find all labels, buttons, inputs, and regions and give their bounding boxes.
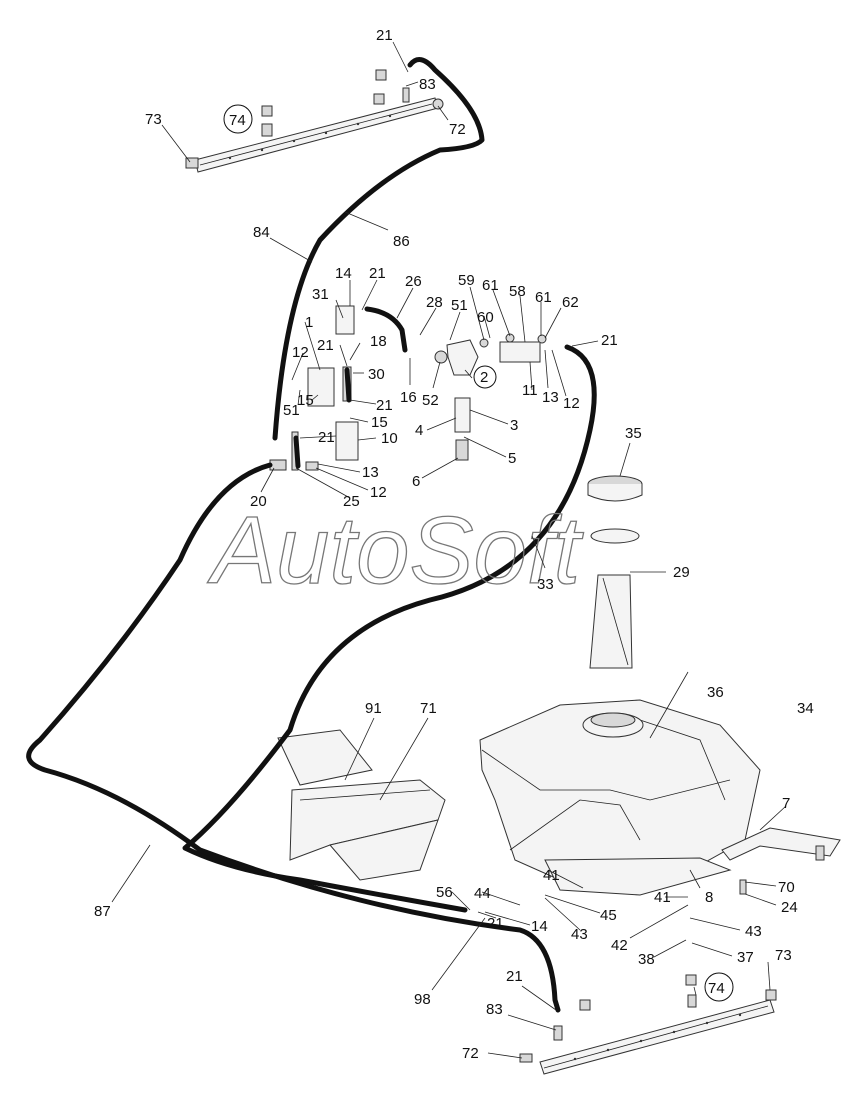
callout-label: 52 [422,392,439,409]
callout-label: 7 [782,795,790,812]
circled-ref-2 [473,365,497,389]
callout-label: 10 [381,430,398,447]
callout-label: 2 [480,369,488,386]
callout-label: 3 [510,417,518,434]
callout-labels: 21 83 73 74 72 84 86 14 21 26 31 28 51 5… [94,27,814,1062]
callout-label: 51 [283,402,300,419]
callout-label: 21 [601,332,618,349]
callout-label: 13 [542,389,559,406]
bottom-mounting-rail [519,974,777,1075]
callout-label: 12 [292,344,309,361]
callout-label: 38 [638,951,655,968]
circled-ref-74-bottom [704,972,734,1002]
top-mounting-rail [185,69,444,173]
callout-label: 73 [775,947,792,964]
fuel-tank [479,699,761,896]
callout-label: 41 [654,889,671,906]
callout-label: 83 [419,76,436,93]
callout-label: 21 [318,429,335,446]
callout-label: 44 [474,885,491,902]
callout-label: 37 [737,949,754,966]
callout-label: 28 [426,294,443,311]
callout-label: 74 [229,112,246,129]
callout-label: 12 [370,484,387,501]
callout-label: 26 [405,273,422,290]
callout-label: 31 [312,286,329,303]
callout-label: 21 [506,968,523,985]
callout-label: 84 [253,224,270,241]
callout-label: 72 [462,1045,479,1062]
callout-label: 8 [705,889,713,906]
callout-label: 72 [449,121,466,138]
callout-label: 14 [335,265,352,282]
callout-label: 43 [571,926,588,943]
callout-label: 11 [522,382,538,399]
watermark-autosoft: AutoSoft [207,497,584,604]
callout-label: 70 [778,879,795,896]
callout-label: 43 [745,923,762,940]
callout-label: 15 [297,392,314,409]
callout-label: 30 [368,366,385,383]
filler-assembly [587,475,643,669]
callout-label: 71 [420,700,437,717]
callout-label: 41 [543,867,560,884]
callout-label: 13 [362,464,379,481]
callout-label: 1 [305,314,313,331]
callout-label: 91 [365,700,382,717]
callout-label: 56 [436,884,453,901]
callout-label: 25 [343,493,360,510]
callout-label: 6 [412,473,420,490]
callout-label: 4 [415,422,423,439]
leader-lines [111,41,787,1059]
hoses [26,57,597,1013]
callout-label: 34 [797,700,814,717]
callout-label: 58 [509,283,526,300]
callout-label: 18 [370,333,387,350]
callout-label: 59 [458,272,475,289]
circled-ref-74-top [223,104,253,134]
callout-label: 60 [477,309,494,326]
auxiliary-tank [277,729,446,881]
callout-label: 86 [393,233,410,250]
callout-label: 35 [625,425,642,442]
callout-label: 42 [611,937,628,954]
callout-label: 62 [562,294,579,311]
callout-label: 29 [673,564,690,581]
callout-label: 21 [487,915,504,932]
callout-label: 20 [250,493,267,510]
callout-label: 45 [600,907,617,924]
callout-label: 36 [707,684,724,701]
callout-label: 51 [451,297,468,314]
callout-label: 61 [535,289,552,306]
callout-label: 12 [563,395,580,412]
callout-label: 5 [508,450,516,467]
callout-label: 74 [708,980,725,997]
callout-label: 21 [376,27,393,44]
callout-label: 73 [145,111,162,128]
callout-label: 61 [482,277,499,294]
callout-label: 16 [400,389,417,406]
callout-label: 87 [94,903,111,920]
callout-label: 83 [486,1001,503,1018]
callout-label: 21 [317,337,334,354]
callout-label: 24 [781,899,798,916]
callout-label: 21 [369,265,386,282]
callout-label: 98 [414,991,431,1008]
callout-label: 15 [371,414,388,431]
callout-label: 21 [376,397,393,414]
callout-label: 33 [537,576,554,593]
callout-label: 14 [531,918,548,935]
frame-bracket [721,827,841,895]
